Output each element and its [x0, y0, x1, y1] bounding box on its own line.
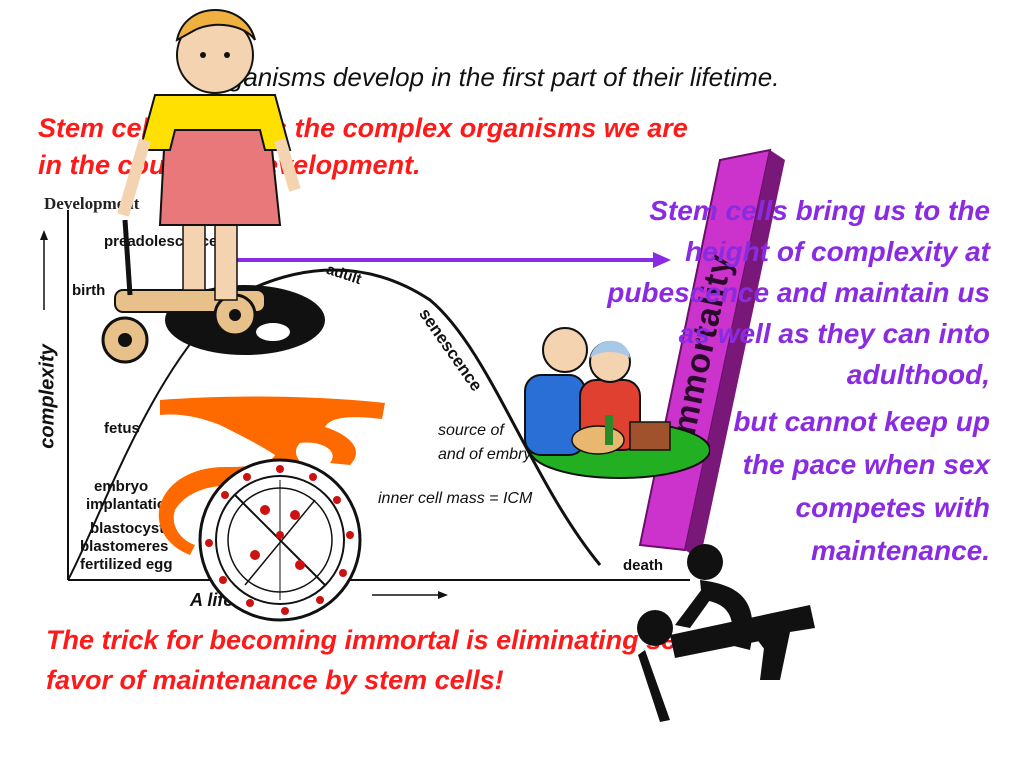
red-bottom-line-1: The trick for becoming immortal is elimi… [46, 625, 723, 655]
purple-block-2-line: maintenance. [811, 535, 990, 566]
stage-death: death [623, 557, 664, 574]
stage-birth: birth [72, 282, 106, 299]
cpr-figures-clipart [637, 544, 815, 722]
diagram-title: Development [44, 194, 140, 213]
purple-block-2-line: competes with [795, 492, 990, 523]
top-line: Organisms develop in the first part of t… [200, 62, 780, 92]
purple-block-1-line: Stem cells bring us to the [649, 195, 990, 226]
stage-blastocyst: blastocyst [90, 520, 165, 537]
child-on-scooter-clipart [101, 9, 325, 364]
purple-block-1-line: pubescence and maintain us [607, 277, 990, 308]
elderly-couple-picnic-clipart [524, 327, 710, 479]
icm-label: inner cell mass = ICM [378, 490, 533, 507]
purple-block-2: but cannot keep up the pace when sex com… [733, 400, 990, 572]
stage-embryo: embryo [94, 478, 149, 495]
blastocyst-illustration [198, 458, 362, 622]
source-line-1: source of [438, 422, 504, 439]
purple-block-1-line: as well as they can into [678, 318, 990, 349]
purple-block-2-line: the pace when sex [742, 449, 990, 480]
purple-block-1: Stem cells bring us to the height of com… [607, 190, 990, 395]
red-bottom-line-2: favor of maintenance by stem cells! [46, 665, 504, 695]
source-line-2: and of embryo [438, 446, 541, 463]
stage-fertilized-egg: fertilized egg [80, 556, 173, 573]
complexity-axis-label: complexity [36, 344, 59, 449]
purple-block-1-line: height of complexity at [685, 236, 990, 267]
purple-block-2-line: but cannot keep up [733, 406, 990, 437]
stage-fetus: fetus [104, 420, 140, 437]
stage-implantation: implantation [86, 496, 176, 513]
stage-blastomeres: blastomeres [80, 538, 169, 555]
purple-block-1-line: adulthood, [846, 359, 990, 390]
